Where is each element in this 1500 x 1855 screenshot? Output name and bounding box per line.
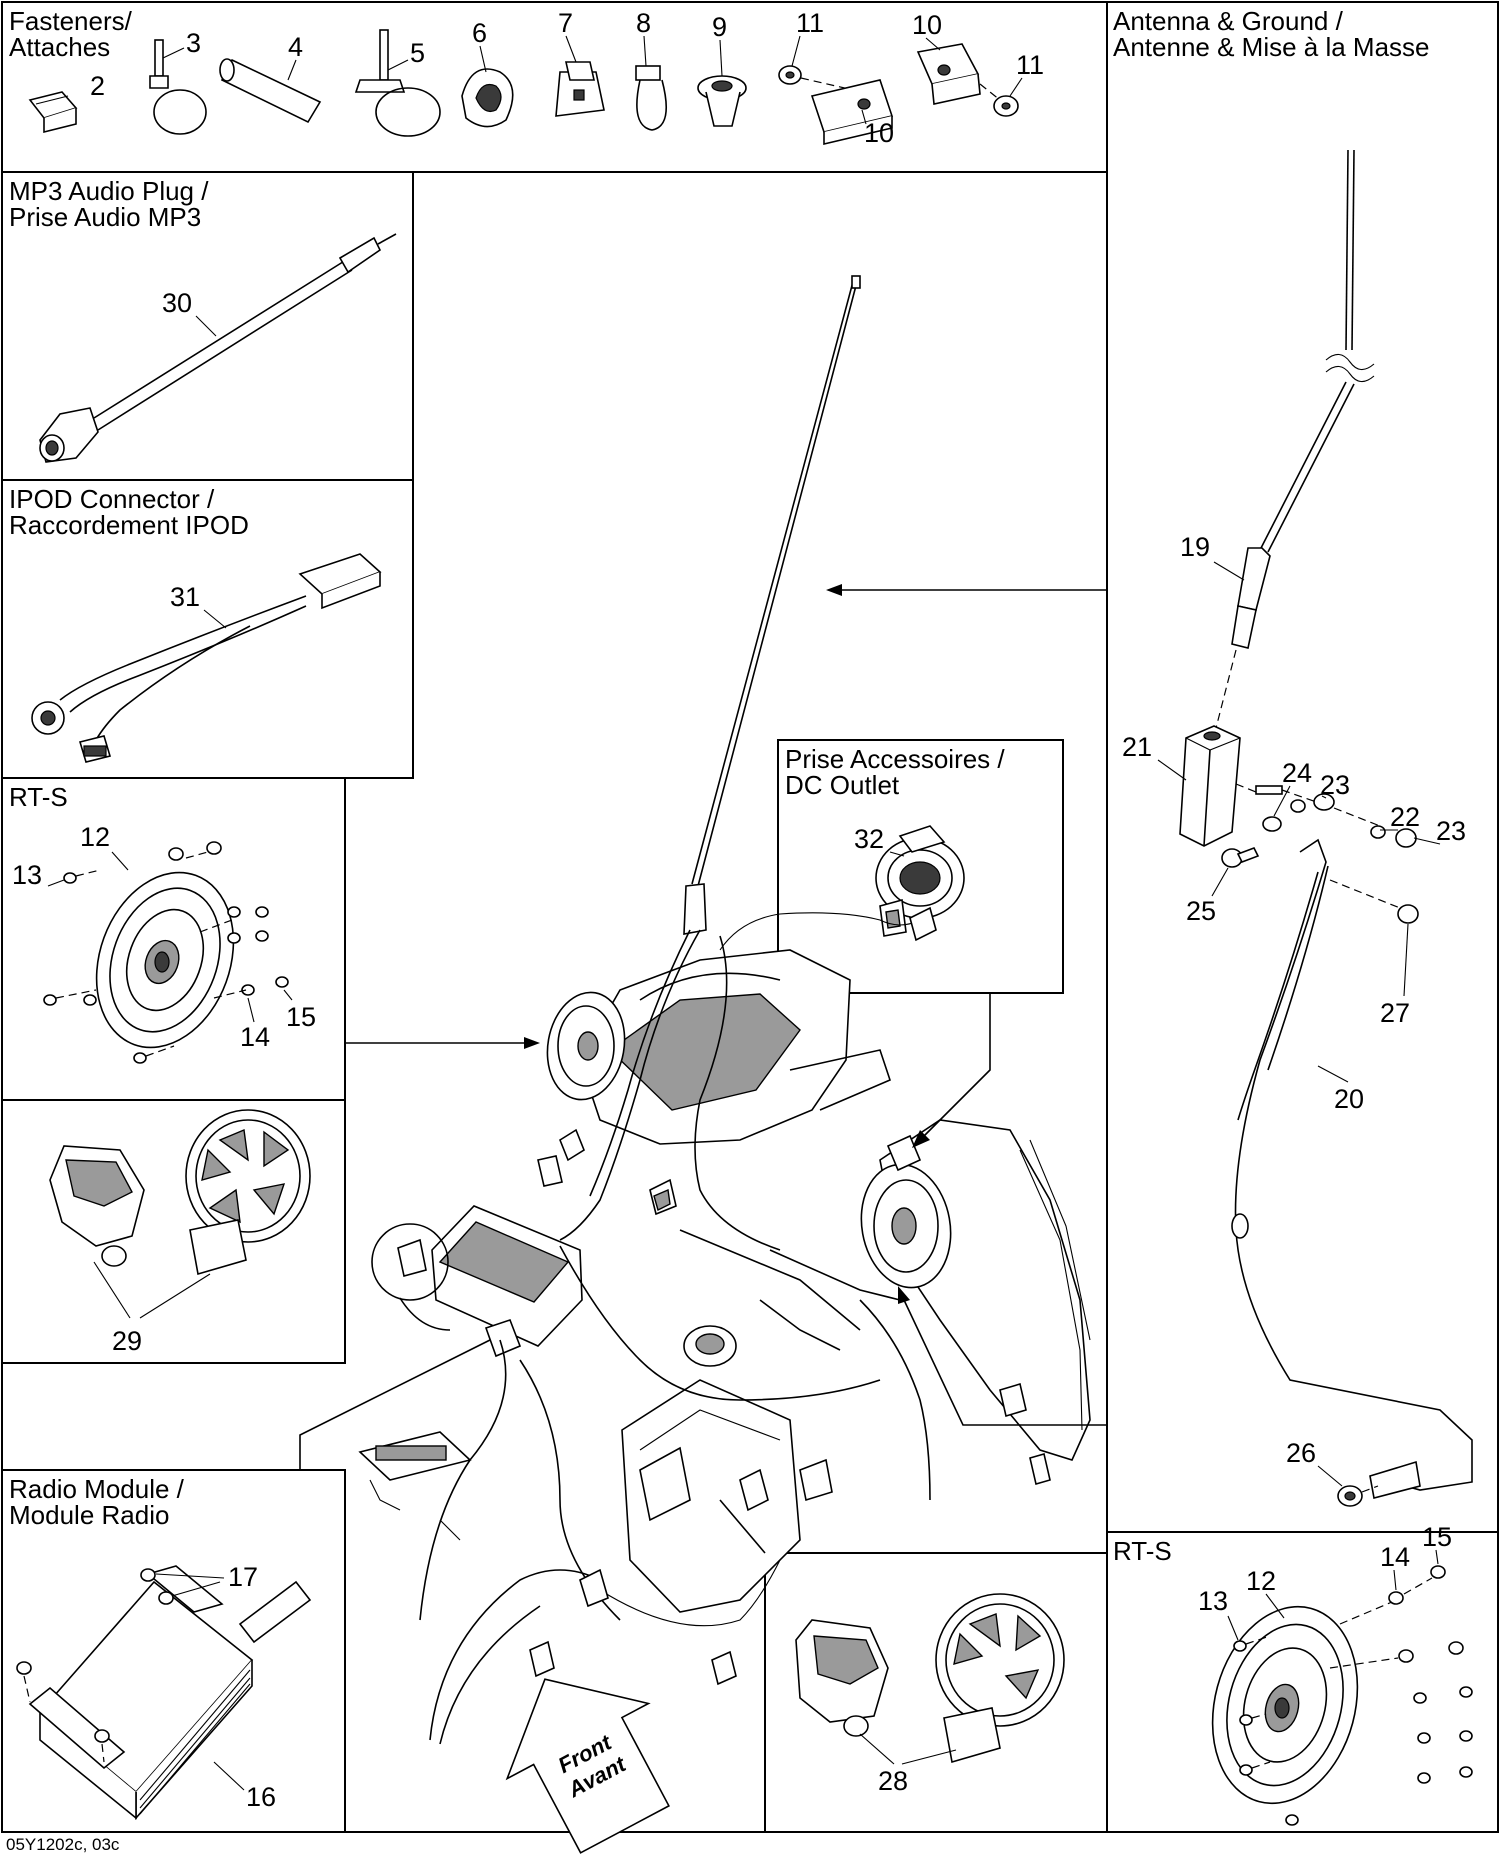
callout-8: 8 — [636, 8, 651, 38]
callout-23-lower: 23 — [1436, 816, 1466, 846]
cable-tie-5 — [354, 29, 441, 137]
speaker-pods-29-part: 29 — [49, 1109, 311, 1356]
p-clamp-8 — [635, 65, 668, 131]
callout-10-upper: 10 — [912, 10, 942, 40]
antenna-ground-part: 19 21 24 23 22 23 25 27 20 26 — [1122, 149, 1473, 1507]
callout-17: 17 — [228, 1562, 258, 1592]
callout-14-left: 14 — [240, 1022, 270, 1052]
callout-22: 22 — [1390, 802, 1420, 832]
callout-9: 9 — [712, 12, 727, 42]
callout-24: 24 — [1282, 758, 1312, 788]
rts-right-screws — [1233, 1565, 1473, 1826]
central-harness-assembly — [358, 275, 1091, 1745]
callout-7: 7 — [558, 8, 573, 38]
radio-module-part: 17 16 — [16, 1562, 312, 1821]
callout-19: 19 — [1180, 532, 1210, 562]
callout-11-right: 11 — [1016, 50, 1044, 80]
front-arrow: Front Avant — [505, 1678, 670, 1854]
callout-4: 4 — [288, 32, 303, 62]
bracket-10-upper — [916, 43, 1001, 105]
callout-10-lower: 10 — [864, 118, 894, 148]
callout-13-right: 13 — [1198, 1586, 1228, 1616]
speaker-pods-28-part: 28 — [795, 1593, 1065, 1796]
rts-left-speaker-part: 12 13 14 15 — [12, 822, 316, 1064]
grommet-6 — [461, 68, 514, 128]
figure-code: 05Y1202c, 03c — [6, 1835, 120, 1854]
callout-16: 16 — [246, 1782, 276, 1812]
callout-2: 2 — [90, 71, 105, 101]
callout-14-right: 14 — [1380, 1542, 1410, 1572]
fasteners-title: Fasteners/Attaches — [9, 6, 133, 62]
callout-27: 27 — [1380, 998, 1410, 1028]
fasteners-parts — [28, 29, 1019, 146]
mp3-title: MP3 Audio Plug /Prise Audio MP3 — [9, 176, 209, 232]
bracket-10-lower — [810, 79, 894, 146]
rts-right-title: RT-S — [1113, 1536, 1172, 1566]
callout-29: 29 — [112, 1326, 142, 1356]
rts-left-title: RT-S — [9, 782, 68, 812]
rts-left-screws — [43, 841, 289, 1064]
callout-15-left: 15 — [286, 1002, 316, 1032]
radio-fins — [139, 1669, 251, 1815]
rts-right-speaker-part: 13 12 14 15 — [1198, 1522, 1473, 1826]
callout-32: 32 — [854, 824, 884, 854]
callout-23-upper: 23 — [1320, 770, 1350, 800]
sleeve-4 — [219, 58, 322, 124]
callout-20: 20 — [1334, 1084, 1364, 1114]
panel-titles: Fasteners/Attaches Antenna & Ground /Ant… — [9, 6, 1430, 1566]
callout-28: 28 — [878, 1766, 908, 1796]
callout-30: 30 — [162, 288, 192, 318]
callout-21: 21 — [1122, 732, 1152, 762]
callout-5: 5 — [410, 38, 425, 68]
mp3-plug-part: 30 — [39, 233, 397, 463]
callout-3: 3 — [186, 28, 201, 58]
callout-31: 31 — [170, 582, 200, 612]
callout-6: 6 — [472, 18, 487, 48]
fasteners-callouts: 2 3 4 5 6 7 8 9 11 10 10 11 — [90, 8, 1044, 148]
ipod-connector-part: 31 — [31, 553, 382, 763]
callout-25: 25 — [1186, 896, 1216, 926]
radio-title: Radio Module /Module Radio — [9, 1474, 185, 1530]
callout-26: 26 — [1286, 1438, 1316, 1468]
callout-12-left: 12 — [80, 822, 110, 852]
screw-11-right — [993, 95, 1019, 117]
callout-12-right: 12 — [1246, 1566, 1276, 1596]
leader-arrows — [299, 584, 1107, 1554]
callout-11-left: 11 — [796, 8, 824, 38]
dc-outlet-32-part: 32 — [854, 824, 965, 937]
callout-13-left: 13 — [12, 860, 42, 890]
dc-outlet-title: Prise Accessoires /DC Outlet — [785, 744, 1005, 800]
antenna-title: Antenna & Ground /Antenne & Mise à la Ma… — [1113, 6, 1430, 62]
push-plug-9 — [697, 75, 747, 127]
clip-2 — [28, 91, 78, 134]
ipod-title: IPOD Connector /Raccordement IPOD — [9, 484, 249, 540]
callout-15-right: 15 — [1422, 1522, 1452, 1552]
spring-clip-7 — [555, 61, 605, 117]
